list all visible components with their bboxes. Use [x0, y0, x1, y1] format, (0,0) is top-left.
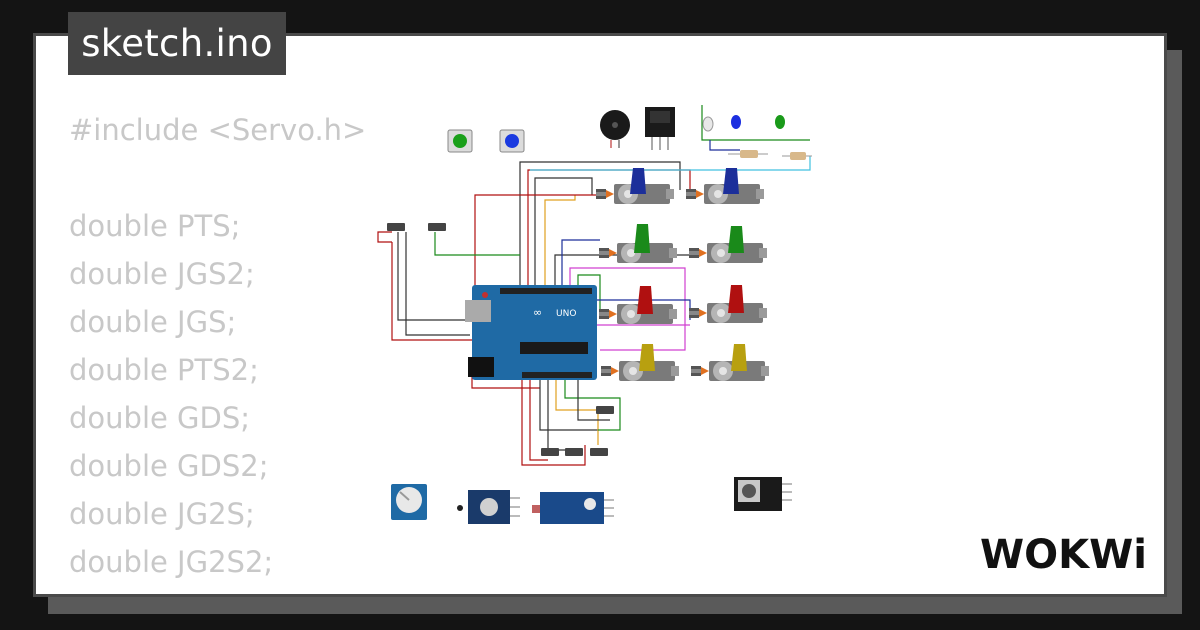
file-name-tab: sketch.ino — [68, 12, 286, 75]
code-line: double PTS; — [69, 209, 241, 243]
code-line: double PTS2; — [69, 353, 259, 387]
board-label: UNO — [556, 309, 576, 319]
code-line: double JGS2; — [69, 257, 255, 291]
code-line: double JG2S — [69, 586, 366, 594]
code-preview: #include <Servo.h> double PTS; double JG… — [69, 106, 367, 594]
servo-icon — [689, 226, 767, 263]
resistor-icon — [728, 150, 812, 160]
code-line: double JG2S; — [69, 497, 255, 531]
brand-name: WOKWi — [980, 532, 1147, 578]
servo-icon — [599, 224, 677, 263]
servo-icon — [599, 286, 677, 324]
code-line: #include <Servo.h> — [69, 113, 367, 147]
code-line: double GDS; — [69, 401, 251, 435]
potentiometer-icon — [391, 484, 427, 520]
pushbutton-icon — [447, 129, 473, 153]
svg-text:∞: ∞ — [533, 306, 542, 319]
arduino-uno-board: UNO ∞ — [465, 285, 597, 380]
led-icon — [702, 115, 785, 132]
servo-icon — [596, 168, 674, 204]
sensor-module-icon — [532, 492, 614, 524]
code-line: double JGS; — [69, 305, 237, 339]
servo-icon — [601, 344, 679, 381]
sensor-module-icon — [645, 107, 675, 150]
sensor-module-icon — [457, 490, 520, 524]
code-line: double GDS2; — [69, 449, 269, 483]
rotary-encoder-icon — [734, 477, 792, 511]
code-line: double JG2S2; — [69, 545, 274, 579]
buzzer-icon — [600, 110, 630, 148]
servo-icon — [691, 344, 769, 381]
wokwi-logo: WOKWi — [980, 532, 1147, 578]
servo-icon — [689, 285, 767, 323]
servo-icon — [686, 168, 764, 204]
pushbutton-icon — [499, 129, 525, 153]
